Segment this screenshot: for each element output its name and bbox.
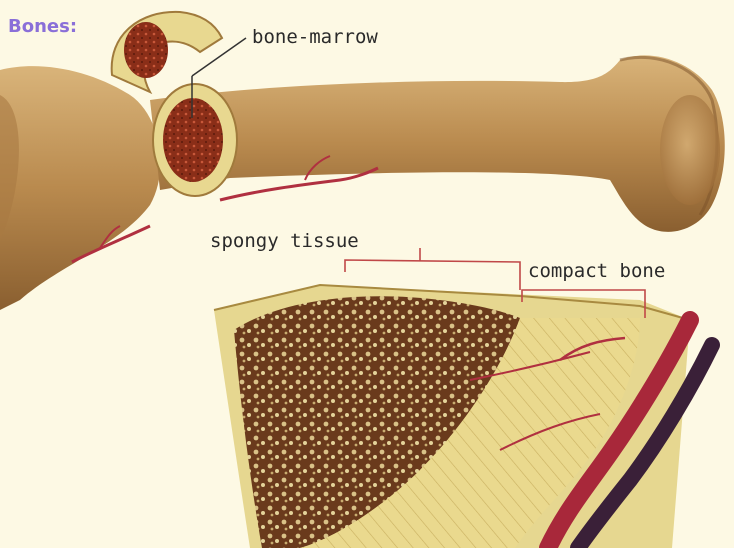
- marrow-cavity: [163, 98, 223, 182]
- spongy-tissue-bracket: [345, 260, 520, 290]
- label-compact-bone: compact bone: [528, 260, 665, 282]
- label-bone-marrow: bone-marrow: [252, 26, 378, 48]
- bone-joint-left: [0, 66, 160, 310]
- diagram-title: Bones:: [8, 16, 77, 37]
- label-spongy-tissue: spongy tissue: [210, 230, 359, 252]
